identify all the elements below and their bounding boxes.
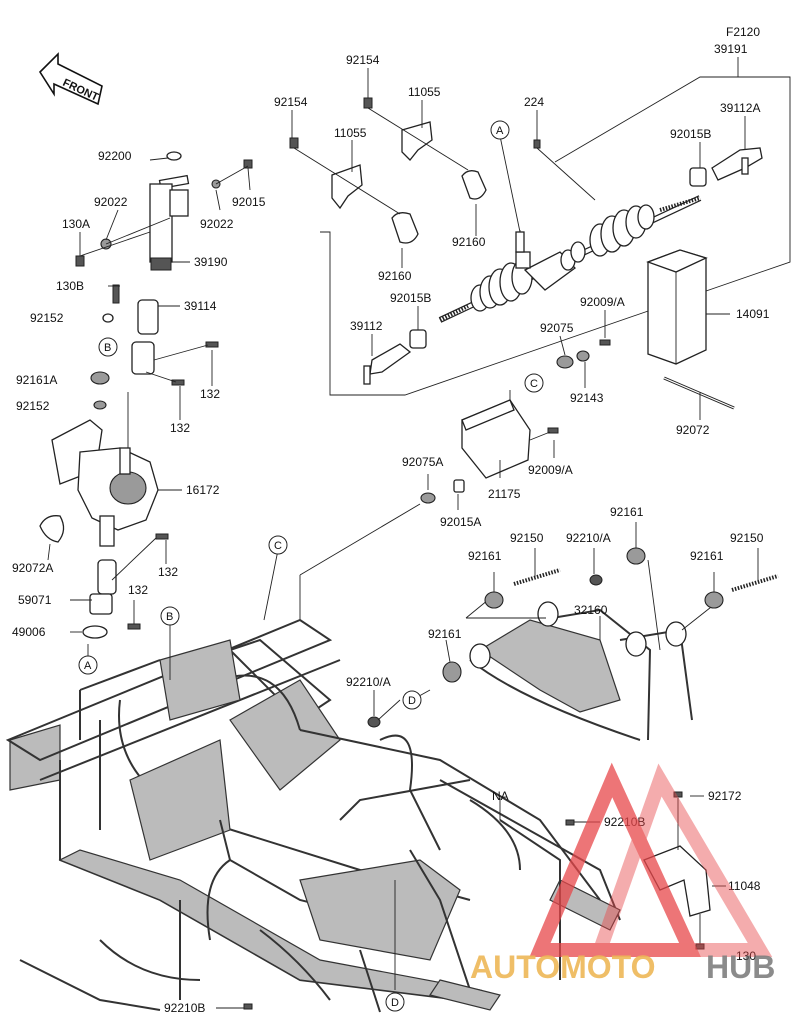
steering-rack (438, 195, 702, 323)
bushing-92161A (90, 371, 110, 385)
part-92200: 92200 (98, 149, 132, 163)
callout-d-arm: D (402, 690, 422, 710)
svg-text:D: D (391, 997, 399, 1009)
assembly-number: 39191 (714, 42, 748, 56)
part-14091: 14091 (736, 307, 770, 321)
callout-d-frame: D (385, 992, 405, 1012)
part-92015: 92015 (232, 195, 266, 209)
part-39112: 39112 (350, 319, 383, 333)
svg-text:C: C (530, 378, 538, 390)
part-92075A: 92075A (402, 455, 443, 469)
part-11055-a: 11055 (408, 85, 441, 99)
cover-14091 (646, 249, 730, 365)
part-132-b: 132 (170, 421, 190, 435)
part-39114: 39114 (184, 299, 217, 313)
callout-a-bottom: A (78, 655, 98, 675)
automotohub-watermark-logo: AUTOMOTO HUB (470, 762, 775, 985)
part-49006: 49006 (12, 625, 46, 639)
part-92075: 92075 (540, 321, 574, 335)
steering-rack-assembly-frame (320, 76, 791, 396)
callout-c-ecu: C (524, 373, 544, 393)
part-92015A: 92015A (440, 515, 481, 529)
part-11055-b: 11055 (334, 126, 367, 140)
part-92210A-b: 92210/A (346, 675, 391, 689)
part-224: 224 (524, 95, 544, 109)
part-16172: 16172 (186, 483, 220, 497)
part-39112A: 39112A (720, 101, 760, 115)
part-132-c: 132 (158, 565, 178, 579)
svg-text:A: A (84, 660, 92, 672)
part-92152-b: 92152 (16, 399, 50, 413)
part-92015B-left: 92015B (390, 291, 431, 305)
part-92161-d: 92161 (428, 627, 462, 641)
figure-code: F2120 (726, 25, 760, 39)
part-132-a: 132 (200, 387, 220, 401)
part-92015B-right: 92015B (670, 127, 711, 141)
part-130: 130 (736, 949, 756, 963)
clamp-92072A (39, 515, 65, 543)
front-arrow-icon: FRONT (38, 52, 103, 106)
a-arm-32160 (469, 601, 693, 741)
part-92210B-b: 92210B (164, 1001, 205, 1015)
watermark-text-hub: HUB (706, 949, 775, 985)
part-92150-a: 92150 (510, 531, 544, 545)
part-92161A: 92161A (16, 373, 57, 387)
part-92150-b: 92150 (730, 531, 764, 545)
svg-text:A: A (496, 125, 504, 137)
svg-text:D: D (408, 695, 416, 707)
svg-text:B: B (104, 342, 111, 354)
rack-clamps (289, 97, 541, 244)
callout-b-column: B (98, 337, 118, 357)
part-92160-b: 92160 (378, 269, 412, 283)
part-92152-a: 92152 (30, 311, 64, 325)
part-92154-b: 92154 (274, 95, 308, 109)
part-92072: 92072 (676, 423, 710, 437)
callout-c-frame: C (268, 535, 288, 555)
part-132-d: 132 (128, 583, 148, 597)
part-92072A: 92072A (12, 561, 53, 575)
part-92161-c: 92161 (690, 549, 724, 563)
svg-text:C: C (274, 540, 282, 552)
universal-joint-39114 (112, 284, 219, 386)
callout-a-top: A (490, 120, 510, 140)
part-59071: 59071 (18, 593, 52, 607)
part-92009A-a: 92009/A (580, 295, 625, 309)
svg-text:B: B (166, 611, 173, 623)
steering-column (75, 151, 253, 271)
part-92160-a: 92160 (452, 235, 486, 249)
part-32160: 32160 (574, 603, 608, 617)
part-92009A-b: 92009/A (528, 463, 573, 477)
part-130A: 130A (62, 217, 90, 231)
part-92143: 92143 (570, 391, 604, 405)
part-21175: 21175 (488, 487, 521, 501)
part-92210A-a: 92210/A (566, 531, 611, 545)
tie-rod-end-left (363, 329, 427, 385)
part-92022-b: 92022 (200, 217, 234, 231)
power-steering-unit (51, 392, 159, 547)
part-labels: 92154 92154 11055 11055 224 39112A 92015… (12, 53, 770, 1015)
part-92154-a: 92154 (346, 53, 380, 67)
callout-b-frame: B (160, 606, 180, 626)
part-39190: 39190 (194, 255, 228, 269)
lower-joint-59071 (89, 533, 169, 630)
part-92161-a: 92161 (610, 505, 644, 519)
part-92022-a: 92022 (94, 195, 128, 209)
part-130B: 130B (56, 279, 84, 293)
part-92172: 92172 (708, 789, 742, 803)
na-note: NA (492, 789, 509, 803)
part-11048: 11048 (728, 879, 761, 893)
part-92161-b: 92161 (468, 549, 502, 563)
tie-rod-end-right (689, 147, 763, 187)
main-frame (5, 618, 621, 1013)
watermark-text-automoto: AUTOMOTO (470, 949, 655, 985)
washer-49006 (82, 625, 108, 639)
